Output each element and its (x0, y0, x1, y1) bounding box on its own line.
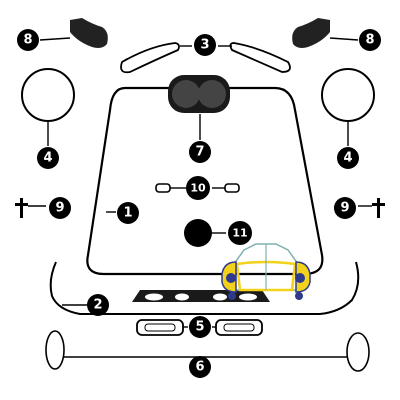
callout-4-left: 4 (37, 147, 59, 169)
mirror-right-part (292, 18, 330, 48)
svg-text:6: 6 (195, 360, 204, 375)
bumper-bar-part (49, 261, 360, 315)
callout-5: 5 (189, 316, 211, 338)
twin-gauge-part (168, 75, 230, 113)
side-window-right-part (229, 42, 291, 73)
headlamp-right-part (321, 68, 375, 122)
headlamp-left-part (21, 68, 75, 122)
svg-text:10: 10 (190, 182, 206, 195)
side-window-left-part (120, 42, 180, 74)
callout-9-left: 9 (49, 197, 71, 219)
svg-text:1: 1 (123, 206, 132, 221)
grille-panel-part (132, 290, 270, 302)
callout-4-right: 4 (337, 147, 359, 169)
car-front-icon (221, 243, 311, 300)
mirror-left-part (70, 18, 108, 48)
svg-text:2: 2 (93, 298, 102, 313)
callout-8-left: 8 (17, 29, 39, 51)
callout-3: 3 (194, 34, 216, 56)
callout-9-right: 9 (334, 197, 356, 219)
callout-8-right: 8 (359, 29, 381, 51)
side-marker-left-part (15, 198, 28, 218)
callout-10: 10 (186, 176, 210, 200)
side-marker-right-part (372, 198, 385, 218)
svg-text:9: 9 (55, 201, 64, 216)
svg-text:7: 7 (195, 145, 204, 160)
callout-7: 7 (189, 141, 211, 163)
leader-lines (28, 37, 372, 328)
bumper-tube-part (45, 330, 370, 372)
round-lamp-part (184, 219, 212, 247)
callout-2: 2 (87, 294, 109, 316)
svg-text:4: 4 (43, 151, 52, 166)
svg-text:8: 8 (365, 33, 374, 48)
svg-text:5: 5 (195, 320, 204, 335)
svg-text:3: 3 (200, 38, 209, 53)
svg-text:9: 9 (340, 201, 349, 216)
callout-6: 6 (189, 356, 211, 378)
svg-text:4: 4 (343, 151, 352, 166)
callout-1: 1 (117, 202, 139, 224)
callout-11: 11 (228, 221, 252, 245)
svg-text:11: 11 (232, 227, 247, 240)
svg-text:8: 8 (23, 33, 32, 48)
